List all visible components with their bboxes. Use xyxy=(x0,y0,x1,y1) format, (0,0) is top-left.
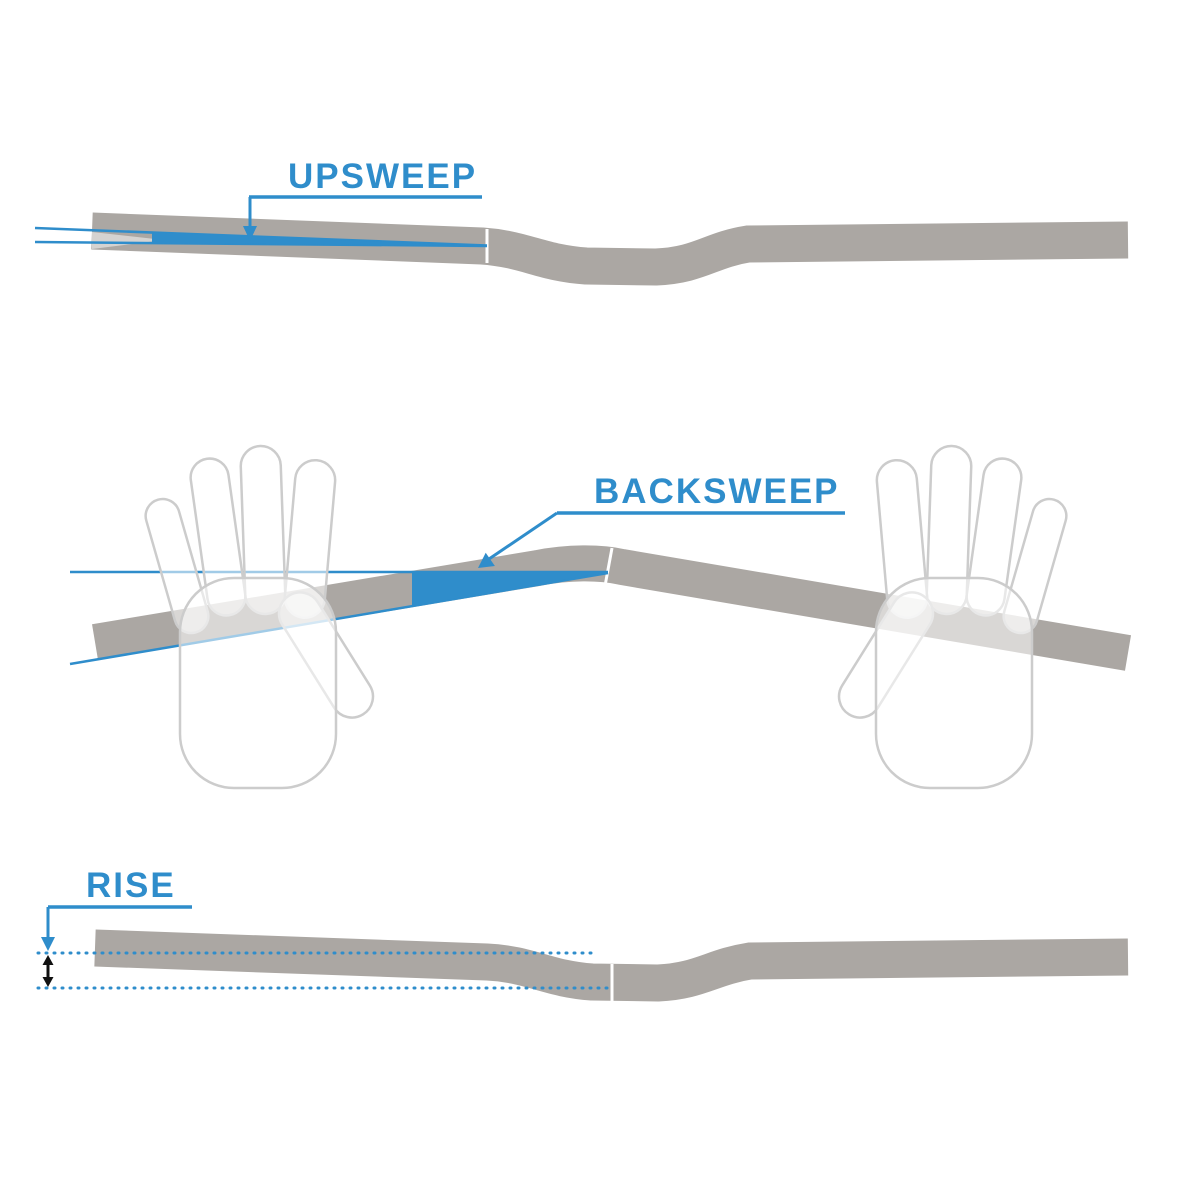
bar-end-highlight xyxy=(92,232,164,249)
arrow-down-icon xyxy=(41,937,55,951)
backsweep-angle-wedge xyxy=(412,572,608,606)
backsweep-panel: BACKSWEEP xyxy=(69,444,1132,790)
handlebar-front-view xyxy=(91,212,1129,286)
handlebar-front-view xyxy=(94,929,1129,1002)
rise-panel: RISE xyxy=(36,866,1129,1002)
handlebar-top-view xyxy=(92,545,1132,671)
backsweep-leader-line xyxy=(488,511,558,561)
arrow-down-icon xyxy=(243,226,257,241)
arrow-diagonal-icon xyxy=(478,552,495,568)
rise-label: RISE xyxy=(86,866,176,905)
backsweep-label: BACKSWEEP xyxy=(594,472,840,511)
upsweep-reference-line xyxy=(34,240,488,248)
double-arrow-up-head-icon xyxy=(42,955,54,965)
upsweep-axis-line xyxy=(34,226,488,247)
bar-seam xyxy=(603,547,614,587)
upsweep-label: UPSWEEP xyxy=(288,157,477,196)
double-arrow-down-head-icon xyxy=(42,977,54,987)
backsweep-axis-line xyxy=(69,571,609,666)
upsweep-panel: UPSWEEP xyxy=(34,157,1129,286)
upsweep-angle-wedge xyxy=(152,232,487,246)
